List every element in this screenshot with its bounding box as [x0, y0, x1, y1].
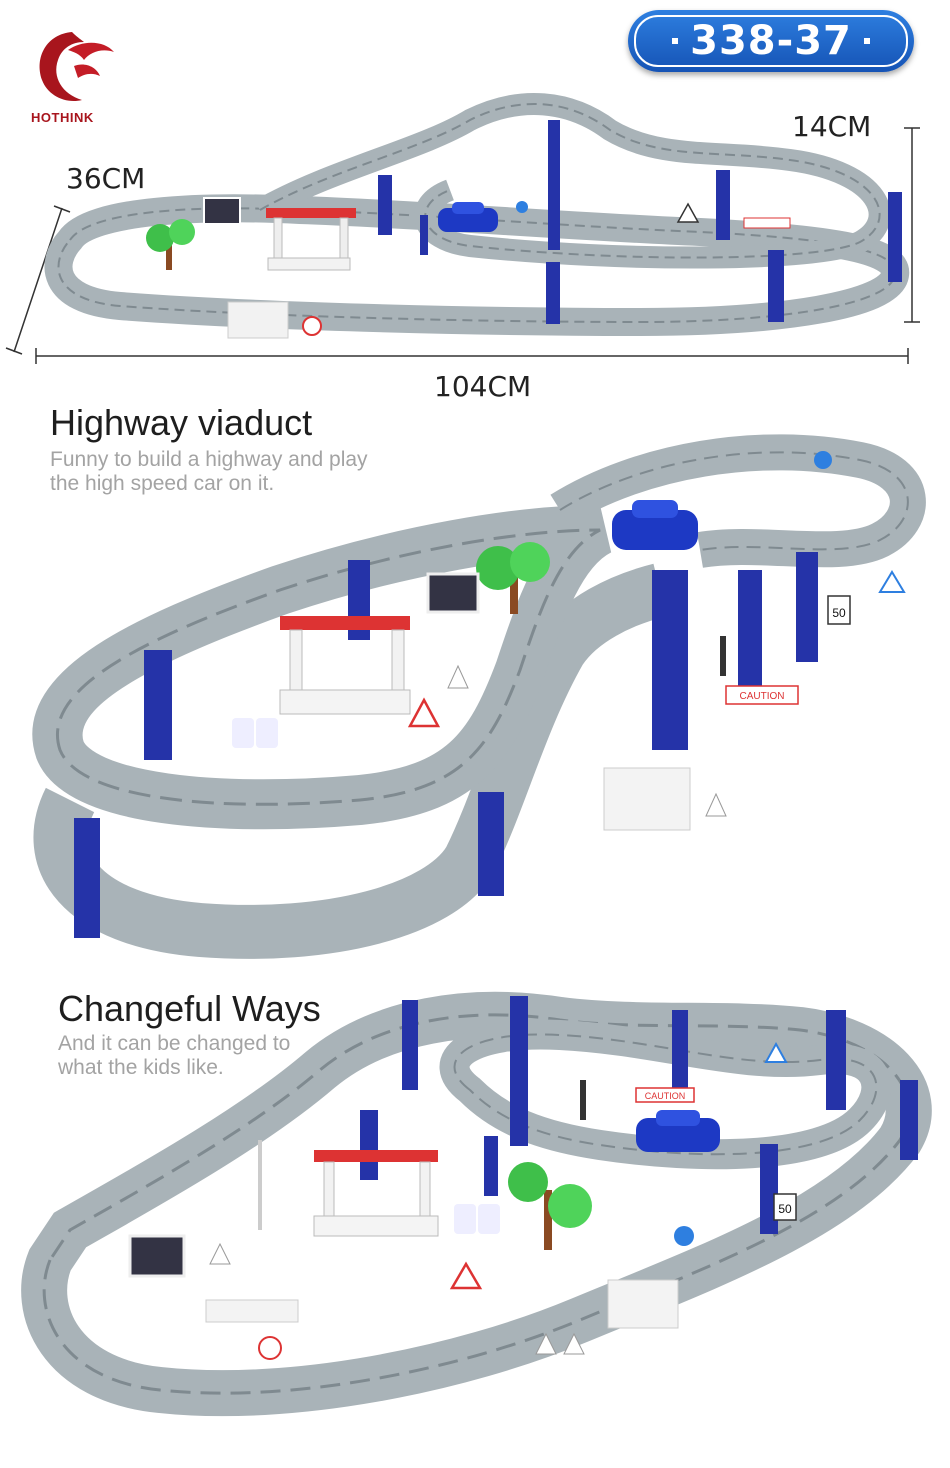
gas-station-middle — [279, 616, 411, 715]
traffic-light-icon — [720, 636, 726, 676]
dimension-width-label: 36CM — [66, 162, 146, 195]
svg-text:CAUTION: CAUTION — [740, 691, 785, 702]
hothink-logo-icon — [39, 32, 114, 102]
model-badge: 338-37 — [628, 10, 914, 72]
model-number: 338-37 — [690, 18, 852, 64]
warning-sign-bottom-icon — [449, 1261, 483, 1290]
toy-car-bottom — [636, 1110, 720, 1152]
barrier-bottom — [607, 1279, 679, 1329]
billboard-bottom — [128, 1234, 186, 1278]
pillars-middle — [74, 552, 818, 938]
section-2-title: Changeful Ways — [58, 988, 321, 1029]
toy-car-middle — [612, 500, 698, 550]
billboard-top — [203, 197, 241, 225]
barrier-top — [227, 301, 289, 339]
toy-car-top — [438, 202, 498, 232]
section-1-description-line-1: Funny to build a highway and play — [50, 448, 368, 471]
tree-middle — [476, 542, 550, 614]
street-lamp-icon — [258, 1140, 262, 1230]
cone-middle-2-icon — [705, 792, 727, 817]
svg-text:50: 50 — [832, 606, 846, 620]
bottom-track-illustration: 50 CAUTION — [21, 991, 932, 1417]
no-parking-icon — [302, 316, 322, 336]
section-1-title: Highway viaduct — [50, 402, 313, 443]
cone-middle-icon — [447, 664, 469, 689]
cones-bottom — [209, 1242, 585, 1355]
traffic-light-bottom-icon — [580, 1080, 586, 1120]
barrier-middle — [603, 767, 691, 831]
yield-sign-icon — [878, 570, 906, 593]
top-track-illustration — [5, 93, 920, 364]
brand-name: HOTHINK — [31, 110, 94, 125]
dimension-height-label: 14CM — [792, 110, 872, 143]
direction-sign-middle-icon — [814, 451, 832, 469]
section-2-description-line-2: what the kids like. — [58, 1056, 224, 1079]
speed-limit-sign-bottom: 50 — [773, 1193, 797, 1221]
section-1-description-line-2: the high speed car on it. — [50, 472, 275, 495]
barrels-middle — [232, 718, 278, 748]
badge-dot-left — [672, 38, 679, 44]
middle-track-illustration: 50 CAUTION — [32, 434, 926, 959]
badge-dot-right — [863, 38, 870, 44]
svg-text:CAUTION: CAUTION — [645, 1091, 686, 1101]
caution-board-top — [743, 217, 791, 229]
billboard-middle — [426, 572, 480, 614]
barrels-bottom — [454, 1204, 500, 1234]
yield-sign-bottom-icon — [764, 1041, 788, 1063]
pillars-top — [378, 120, 902, 324]
section-2-description-line-1: And it can be changed to — [58, 1032, 291, 1055]
brand-logo: HOTHINK — [22, 22, 132, 125]
gas-station-top — [266, 208, 356, 271]
no-parking-bottom-icon — [258, 1336, 282, 1360]
pillars-bottom — [360, 996, 918, 1234]
caution-board-bottom: CAUTION — [635, 1087, 695, 1103]
direction-sign-bottom-icon — [674, 1226, 694, 1246]
railroad-crossing — [205, 1299, 299, 1323]
direction-sign-icon — [516, 201, 528, 213]
svg-text:50: 50 — [778, 1202, 792, 1216]
speed-limit-sign-middle: 50 — [827, 595, 851, 625]
dimension-lines — [5, 127, 920, 364]
dimension-length-label: 104CM — [434, 370, 532, 403]
gas-station-bottom — [313, 1150, 439, 1237]
tree-bottom — [508, 1162, 592, 1250]
tree-top — [146, 219, 195, 270]
warning-sign-icon — [676, 202, 700, 223]
warning-sign-middle-icon — [407, 697, 441, 728]
caution-board-middle: CAUTION — [725, 685, 799, 705]
